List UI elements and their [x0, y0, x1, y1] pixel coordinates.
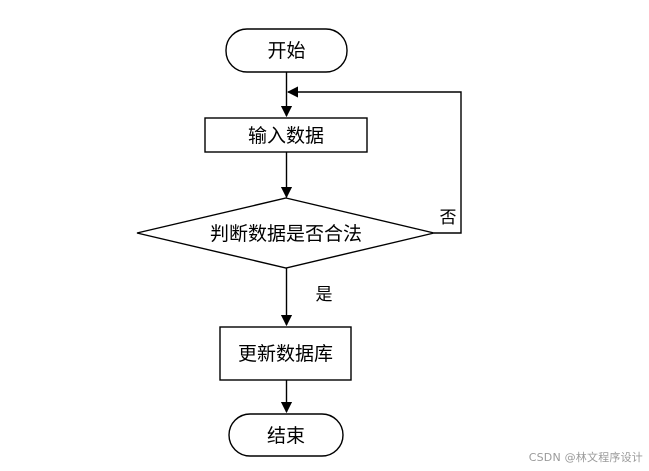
update-node-label: 更新数据库 — [238, 343, 333, 365]
input-node-label: 输入数据 — [248, 125, 324, 147]
watermark: CSDN @林文程序设计 — [528, 451, 643, 464]
no-branch-label: 否 — [440, 208, 457, 228]
no-branch-loop — [286, 86, 462, 234]
decision-node-label: 判断数据是否合法 — [210, 223, 362, 245]
yes-branch-label: 是 — [316, 285, 333, 305]
update-node — [219, 326, 352, 381]
start-node-label: 开始 — [267, 40, 305, 62]
end-node — [228, 413, 344, 457]
input-node — [204, 117, 368, 153]
end-node-label: 结束 — [267, 425, 305, 447]
